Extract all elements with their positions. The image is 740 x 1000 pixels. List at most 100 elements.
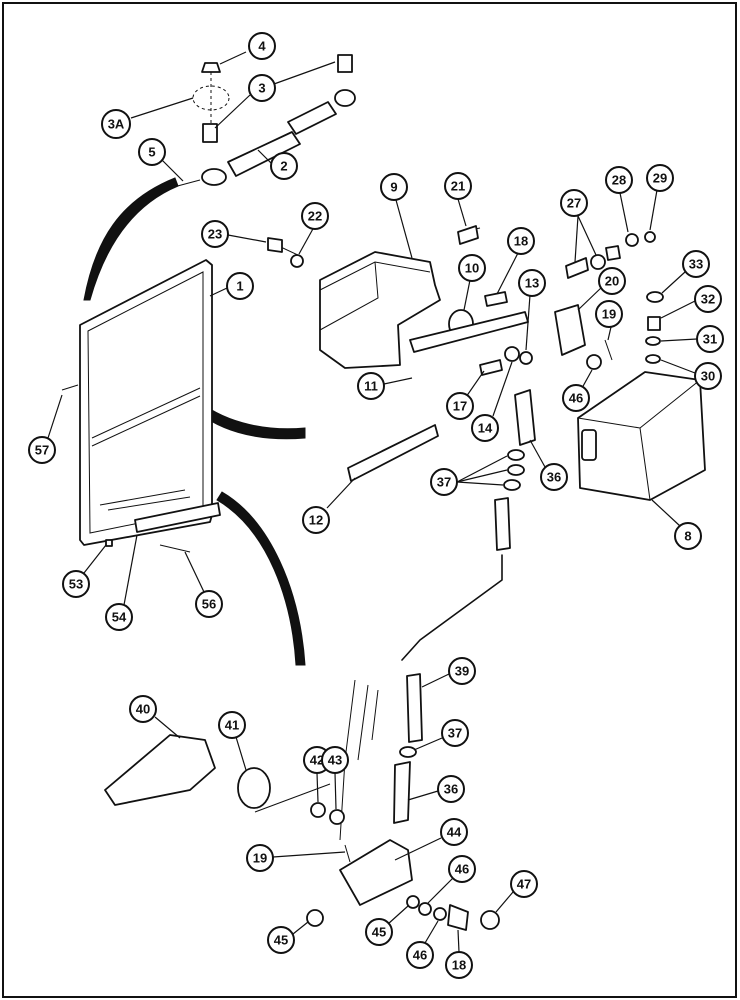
washer-46-shape — [586, 354, 602, 370]
stud-plate-dashed — [192, 85, 230, 111]
callout-57: 57 — [28, 394, 63, 464]
callout-8: 8 — [651, 499, 702, 550]
svg-text:32: 32 — [701, 292, 715, 307]
bracket-9-assembly — [267, 225, 533, 482]
clevis-36-lower — [393, 761, 411, 824]
svg-text:42: 42 — [310, 753, 324, 768]
callout-47: 47 — [495, 870, 538, 913]
screw-56 — [159, 544, 191, 553]
callout-11: 11 — [357, 372, 413, 400]
svg-text:31: 31 — [703, 332, 717, 347]
cover-8-assembly — [577, 291, 706, 501]
callout-41: 41 — [218, 711, 247, 771]
bracket-9 — [319, 251, 441, 369]
rod-threaded-upper — [494, 497, 511, 551]
svg-text:2: 2 — [280, 159, 287, 174]
callout-31: 31 — [660, 325, 724, 353]
svg-text:1: 1 — [236, 279, 243, 294]
svg-text:45: 45 — [274, 933, 288, 948]
svg-text:4: 4 — [258, 39, 266, 54]
svg-text:37: 37 — [437, 475, 451, 490]
callout-5: 5 — [138, 138, 184, 182]
handle-assembly — [104, 679, 500, 931]
callout-45-left: 45 — [267, 921, 309, 954]
svg-text:43: 43 — [328, 753, 342, 768]
callout-39: 39 — [421, 657, 476, 688]
washer-27-shape — [590, 254, 606, 270]
cap-33-shape — [646, 291, 664, 303]
plate-54 — [134, 502, 221, 533]
callout-9: 9 — [380, 173, 413, 259]
screw-32-shape — [647, 316, 661, 331]
nut-4-shape — [201, 62, 221, 73]
svg-text:10: 10 — [465, 261, 479, 276]
callout-46-upper: 46 — [562, 369, 593, 412]
callout-21: 21 — [444, 172, 472, 227]
callout-54: 54 — [105, 534, 138, 631]
nut-37-2 — [507, 464, 525, 476]
callout-23: 23 — [201, 220, 267, 248]
washer-22-shape — [290, 254, 304, 268]
callout-45-right: 45 — [365, 905, 409, 946]
svg-text:47: 47 — [517, 877, 531, 892]
svg-text:3A: 3A — [108, 117, 125, 132]
latch-20 — [554, 304, 586, 356]
svg-text:18: 18 — [452, 958, 466, 973]
bolt-27-shape — [565, 257, 589, 279]
door-cross-bar — [91, 387, 201, 447]
pin-57-line — [61, 384, 79, 391]
callout-30: 30 — [660, 359, 722, 390]
bolt-17-shape — [479, 359, 503, 376]
svg-text:11: 11 — [364, 379, 378, 394]
callout-43: 43 — [321, 746, 349, 810]
bolt-23-shape — [267, 237, 283, 253]
svg-text:30: 30 — [701, 369, 715, 384]
nut-47-shape — [480, 910, 500, 930]
washer-46-a — [418, 902, 432, 916]
callout-13: 13 — [518, 269, 546, 351]
washer-14-shape — [504, 346, 520, 362]
svg-text:29: 29 — [653, 171, 667, 186]
callout-4: 4 — [219, 32, 276, 65]
svg-text:13: 13 — [525, 276, 539, 291]
callout-19-upper: 19 — [595, 300, 623, 341]
svg-text:17: 17 — [453, 399, 467, 414]
pin-21-shape — [457, 225, 479, 245]
callout-33: 33 — [661, 250, 710, 294]
callout-19-lower: 19 — [246, 844, 346, 872]
bracket-9-edges — [319, 261, 431, 331]
callout-1: 1 — [209, 272, 254, 300]
svg-text:46: 46 — [455, 862, 469, 877]
door-frame-assembly — [61, 259, 221, 553]
svg-text:20: 20 — [605, 274, 619, 289]
washer-30-shape — [645, 354, 661, 364]
washer-46-b — [433, 907, 447, 921]
svg-text:3: 3 — [258, 81, 265, 96]
nut-37-lower — [399, 746, 417, 758]
callout-18-lower: 18 — [445, 929, 473, 979]
callout-labels: 4 3 3A 5 2 9 21 23 22 27 28 29 1 10 18 1… — [28, 32, 724, 979]
callout-3a: 3A — [101, 97, 194, 139]
pin-19-shape — [604, 339, 613, 361]
strut-lower-eye — [201, 168, 227, 186]
svg-text:23: 23 — [208, 227, 222, 242]
rod-39 — [406, 673, 423, 743]
nut-29-shape — [644, 231, 656, 243]
callout-14: 14 — [471, 361, 513, 442]
callout-2: 2 — [257, 149, 298, 180]
cover-8-edges — [577, 379, 701, 501]
callout-36-upper: 36 — [529, 439, 568, 491]
callout-3: 3 — [214, 61, 336, 129]
callout-27: 27 — [560, 189, 597, 263]
callout-37-upper: 37 — [430, 455, 508, 496]
callout-36-lower: 36 — [407, 775, 465, 803]
callout-56: 56 — [184, 551, 223, 618]
washer-31-shape — [645, 336, 661, 346]
svg-text:54: 54 — [112, 610, 127, 625]
bracket-44 — [339, 839, 413, 906]
pin-19-lower — [344, 844, 351, 863]
svg-text:46: 46 — [413, 948, 427, 963]
callout-20: 20 — [577, 267, 626, 311]
